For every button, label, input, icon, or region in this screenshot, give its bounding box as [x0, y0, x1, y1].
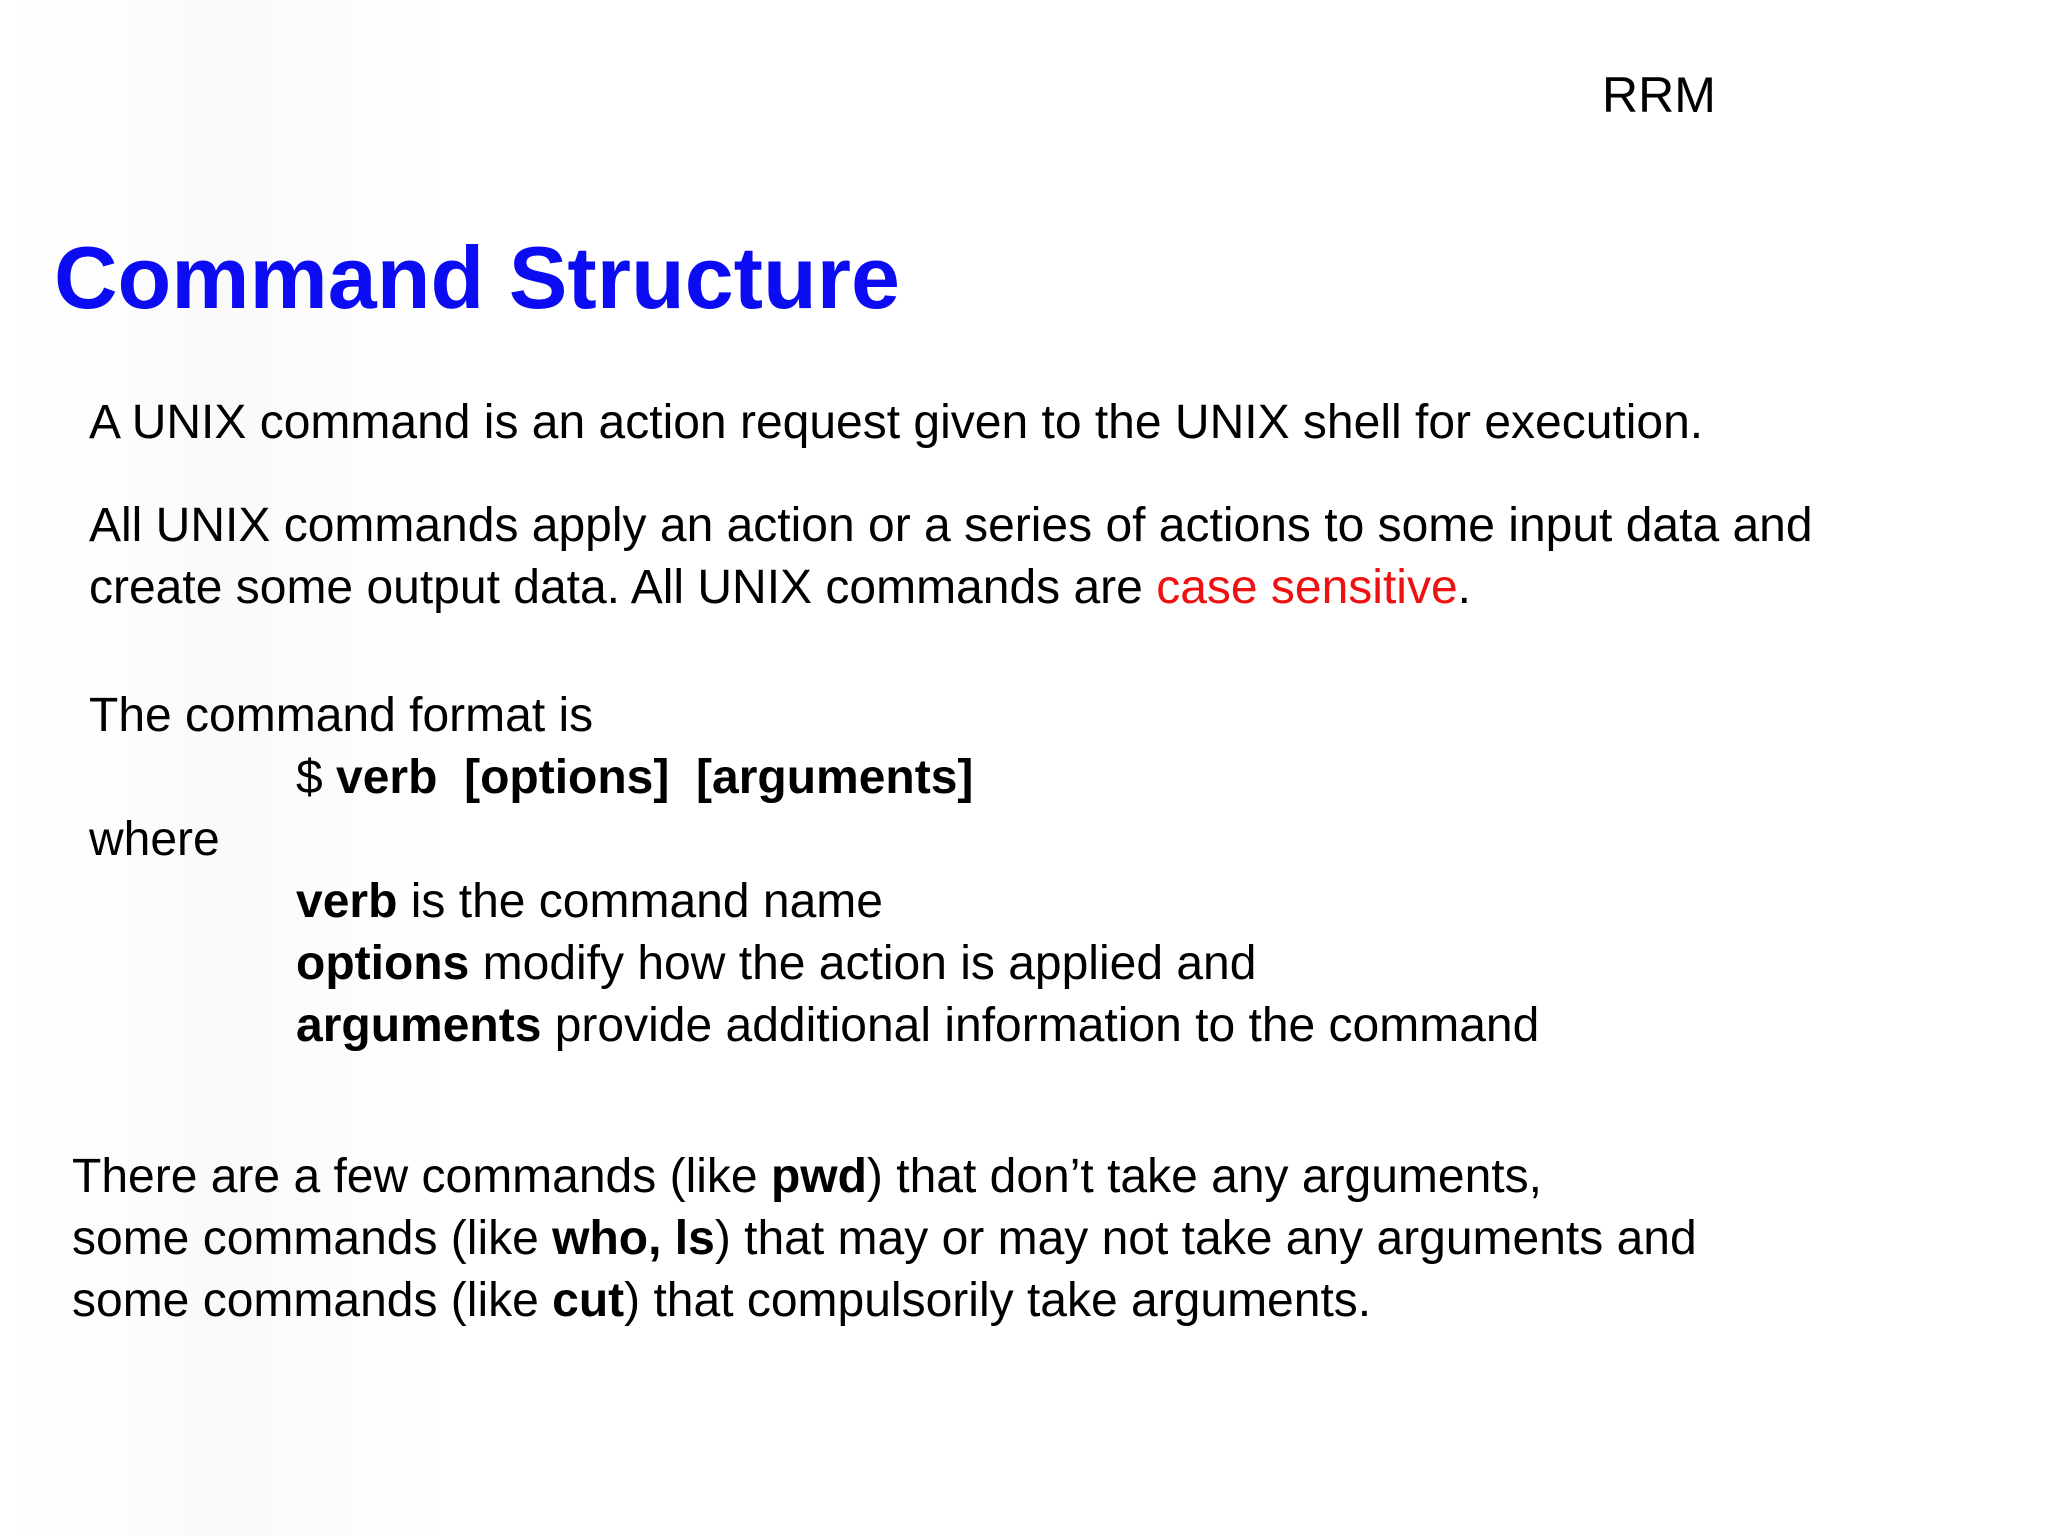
definition-paragraph: A UNIX command is an action request give… — [89, 392, 1703, 454]
examples-text: ) that compulsorily take arguments. — [624, 1274, 1372, 1327]
examples-text: some commands (like — [72, 1274, 553, 1327]
definition-desc: modify how the action is applied and — [469, 937, 1257, 990]
format-syntax: $ verb [options] [arguments] — [89, 747, 1539, 809]
definition-item-verb: verb is the command name — [89, 871, 1539, 933]
command-format-block: The command format is $ verb [options] [… — [89, 685, 1539, 1057]
definition-desc: provide additional information to the co… — [541, 999, 1540, 1052]
definition-item-options: options modify how the action is applied… — [89, 933, 1539, 995]
command-who-ls: who, ls — [552, 1212, 715, 1265]
syntax-text: verb [options] [arguments] — [336, 751, 974, 804]
definition-text: A UNIX command is an action request give… — [89, 396, 1704, 449]
actions-paragraph: All UNIX commands apply an action or a s… — [89, 495, 1813, 619]
command-cut: cut — [552, 1274, 625, 1327]
case-sensitive-highlight: case sensitive — [1156, 561, 1458, 614]
examples-text: ) that may or may not take any arguments… — [714, 1212, 1697, 1265]
examples-text: There are a few commands (like — [72, 1150, 771, 1203]
examples-paragraph: There are a few commands (like pwd) that… — [72, 1146, 1697, 1332]
definition-item-arguments: arguments provide additional information… — [89, 995, 1539, 1057]
examples-text: ) that don’t take any arguments, — [866, 1150, 1542, 1203]
format-intro: The command format is — [89, 689, 594, 742]
command-pwd: pwd — [770, 1150, 867, 1203]
actions-line-2: create some output data. All UNIX comman… — [89, 557, 1813, 619]
definition-desc: is the command name — [397, 875, 883, 928]
shell-prompt: $ — [296, 751, 337, 804]
definition-term: arguments — [296, 999, 542, 1052]
actions-line-2-text: create some output data. All UNIX comman… — [89, 561, 1157, 614]
author-label: RRM — [1602, 67, 1716, 123]
examples-line-2: some commands (like who, ls) that may or… — [72, 1208, 1697, 1270]
actions-line-2-end: . — [1457, 561, 1472, 614]
examples-line-1: There are a few commands (like pwd) that… — [72, 1146, 1697, 1208]
examples-text: some commands (like — [72, 1212, 553, 1265]
definition-term: options — [296, 937, 470, 990]
examples-line-3: some commands (like cut) that compulsori… — [72, 1270, 1697, 1332]
slide-title: Command Structure — [54, 228, 900, 327]
where-label: where — [89, 813, 220, 866]
definition-term: verb — [296, 875, 398, 928]
actions-line-1: All UNIX commands apply an action or a s… — [89, 499, 1813, 552]
